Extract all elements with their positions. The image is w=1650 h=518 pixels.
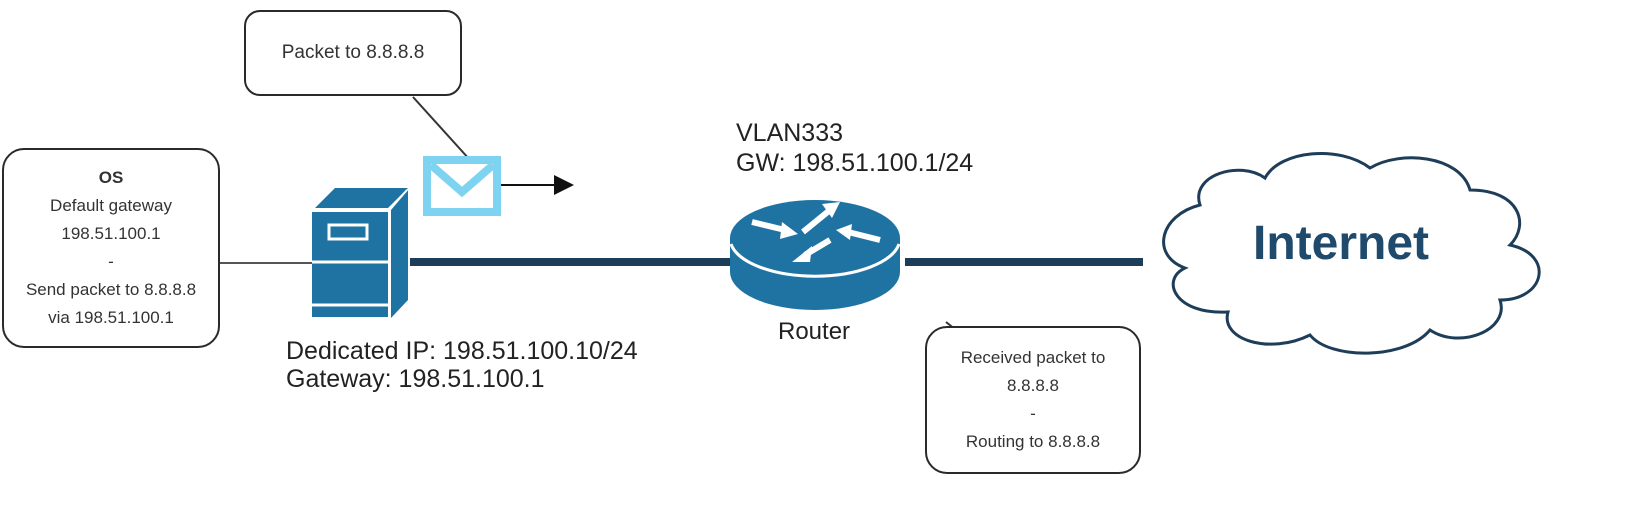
server-gateway: Gateway: 198.51.100.1 xyxy=(286,365,545,393)
os-line-1: Default gateway xyxy=(50,196,172,215)
internet-label: Internet xyxy=(1253,217,1430,270)
envelope-icon xyxy=(423,156,501,216)
server-icon xyxy=(312,188,408,318)
os-line-5: via 198.51.100.1 xyxy=(48,308,174,327)
os-line-4: Send packet to 8.8.8.8 xyxy=(25,280,197,299)
router-callout-line-1: Received packet to xyxy=(960,348,1106,367)
router-label: Router xyxy=(778,318,851,345)
os-info-box: OS Default gateway 198.51.100.1 - Send p… xyxy=(2,148,220,348)
os-title: OS xyxy=(98,168,124,187)
packet-callout-text: Packet to 8.8.8.8 xyxy=(281,42,425,63)
router-vlan: VLAN333 xyxy=(736,119,844,147)
packet-callout-box: Packet to 8.8.8.8 xyxy=(244,10,462,96)
packet-callout-leader xyxy=(412,96,471,161)
router-callout-line-3: - xyxy=(1030,404,1036,423)
os-line-2: 198.51.100.1 xyxy=(61,224,161,243)
server-dedicated-ip: Dedicated IP: 198.51.100.10/24 xyxy=(286,337,638,365)
router-callout-line-4: Routing to 8.8.8.8 xyxy=(965,432,1101,451)
cloud-icon xyxy=(1162,151,1541,355)
router-callout-line-2: 8.8.8.8 xyxy=(1007,376,1059,395)
router-gw: GW: 198.51.100.1/24 xyxy=(736,149,974,177)
router-icon xyxy=(729,200,901,310)
router-info-box: Received packet to 8.8.8.8 - Routing to … xyxy=(925,326,1141,474)
os-line-3: - xyxy=(108,252,114,271)
